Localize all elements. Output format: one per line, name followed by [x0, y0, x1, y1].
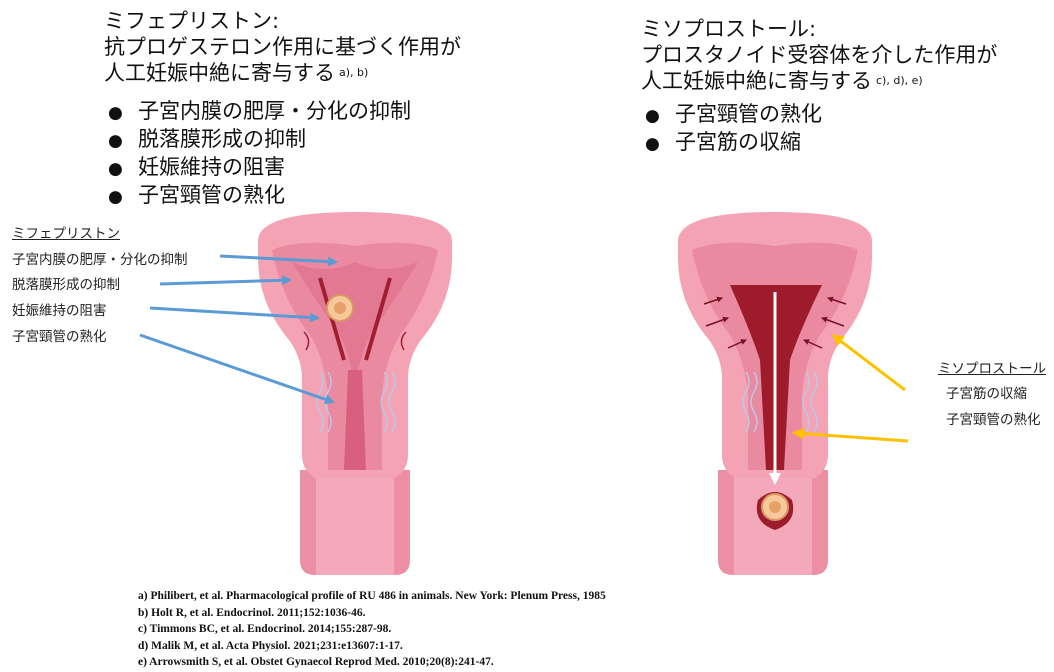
reference-item: e) Arrowsmith S, et al. Obstet Gynaecol …: [138, 654, 606, 671]
right-label-item: 子宮頸管の熟化: [946, 408, 1041, 428]
left-label-item: 脱落膜形成の抑制: [12, 273, 120, 293]
left-label-item: 妊娠維持の阻害: [12, 299, 107, 319]
left-label-item: 子宮頸管の熟化: [12, 325, 107, 345]
right-label-title: ミソプロストール: [938, 357, 1046, 377]
reference-item: c) Timmons BC, et al. Endocrinol. 2014;1…: [138, 621, 606, 638]
right-label-item: 子宮筋の収縮: [946, 382, 1027, 402]
left-uterus: [258, 212, 452, 575]
reference-item: a) Philibert, et al. Pharmacological pro…: [138, 588, 606, 605]
right-uterus: [678, 212, 872, 575]
left-vagina-lumen: [316, 470, 394, 575]
reference-item: b) Holt R, et al. Endocrinol. 2011;152:1…: [138, 605, 606, 622]
reference-item: d) Malik M, et al. Acta Physiol. 2021;23…: [138, 638, 606, 655]
left-label-item: 子宮内膜の肥厚・分化の抑制: [12, 248, 188, 268]
right-arrow-myometrium: [834, 336, 905, 390]
reference-list: a) Philibert, et al. Pharmacological pro…: [138, 588, 606, 671]
left-label-title: ミフェプリストン: [12, 222, 120, 242]
left-embryo: [327, 295, 353, 321]
